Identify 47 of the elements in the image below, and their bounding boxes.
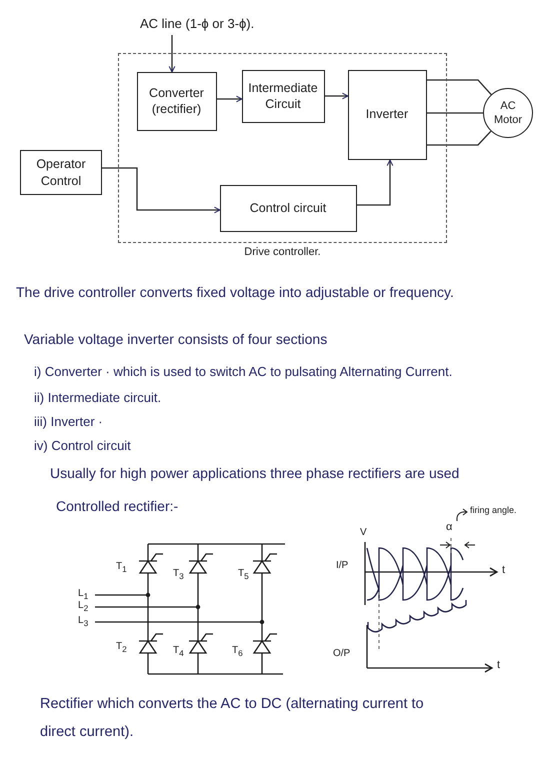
axis-label: t bbox=[502, 564, 506, 576]
axis-label: V bbox=[360, 527, 367, 538]
connector-line bbox=[427, 112, 483, 114]
process-box bbox=[136, 72, 216, 130]
process-box bbox=[242, 70, 324, 122]
sentence-text: Variable voltage inverter consists of four sections bbox=[24, 331, 328, 347]
node-label: Intermediate Circuit bbox=[247, 80, 319, 112]
sentence-text: Usually for high power applications three phase rectifiers are used bbox=[50, 465, 460, 481]
phase-label: L$_{2}$ bbox=[78, 600, 88, 613]
list-item: iii) Inverter · bbox=[34, 414, 103, 429]
axis-label: t bbox=[497, 659, 500, 671]
node-label: Operator Control bbox=[35, 156, 87, 189]
phase-label: L$_{1}$ bbox=[78, 588, 88, 601]
node-label: Converter (rectifier) bbox=[148, 84, 205, 118]
subheading-text: Controlled rectifier:- bbox=[56, 498, 178, 514]
thyristor-label: T$_{4}$ bbox=[173, 645, 184, 658]
node-label: Control circuit bbox=[250, 200, 326, 216]
node-label: AC Motor bbox=[492, 98, 524, 128]
annotation-text: firing angle. bbox=[470, 505, 517, 515]
angle-symbol: α bbox=[446, 521, 452, 533]
connector-line bbox=[427, 130, 492, 146]
arrow bbox=[325, 92, 348, 100]
node-label: Inverter bbox=[366, 106, 408, 123]
phase-label: L$_{3}$ bbox=[78, 615, 88, 628]
axis-label: I/P bbox=[336, 560, 348, 571]
axis-label: O/P bbox=[333, 648, 350, 659]
process-box bbox=[348, 70, 426, 160]
sentence-text: Rectifier which converts the AC to DC (alternating current to direct current). bbox=[40, 695, 425, 742]
supply-label: AC line (1-ϕ or 3-ϕ). bbox=[140, 13, 254, 35]
list-item: iv) Control circuit bbox=[34, 438, 131, 453]
thyristor-label: T$_{3}$ bbox=[173, 568, 184, 581]
caption-text: Drive controller. bbox=[244, 246, 321, 258]
arrow bbox=[357, 160, 394, 206]
process-box bbox=[20, 150, 102, 195]
motor-circle bbox=[483, 88, 533, 138]
list-item: ii) Intermediate circuit. bbox=[34, 390, 162, 405]
process-box bbox=[220, 184, 356, 232]
list-item: i) Converter · which is used to switch AC to pulsating Alternating Current. bbox=[34, 364, 452, 379]
thyristor-label: T$_{6}$ bbox=[232, 645, 243, 658]
thyristor-label: T$_{2}$ bbox=[116, 641, 127, 654]
connector-line bbox=[427, 79, 492, 95]
arrow bbox=[168, 35, 176, 72]
arrow bbox=[217, 96, 242, 102]
thyristor-label: T$_{1}$ bbox=[116, 561, 127, 574]
thyristor-label: T$_{5}$ bbox=[238, 568, 249, 581]
arrow bbox=[102, 167, 220, 214]
sentence-text: The drive controller converts fixed voltage into adjustable or frequency. bbox=[16, 284, 454, 300]
